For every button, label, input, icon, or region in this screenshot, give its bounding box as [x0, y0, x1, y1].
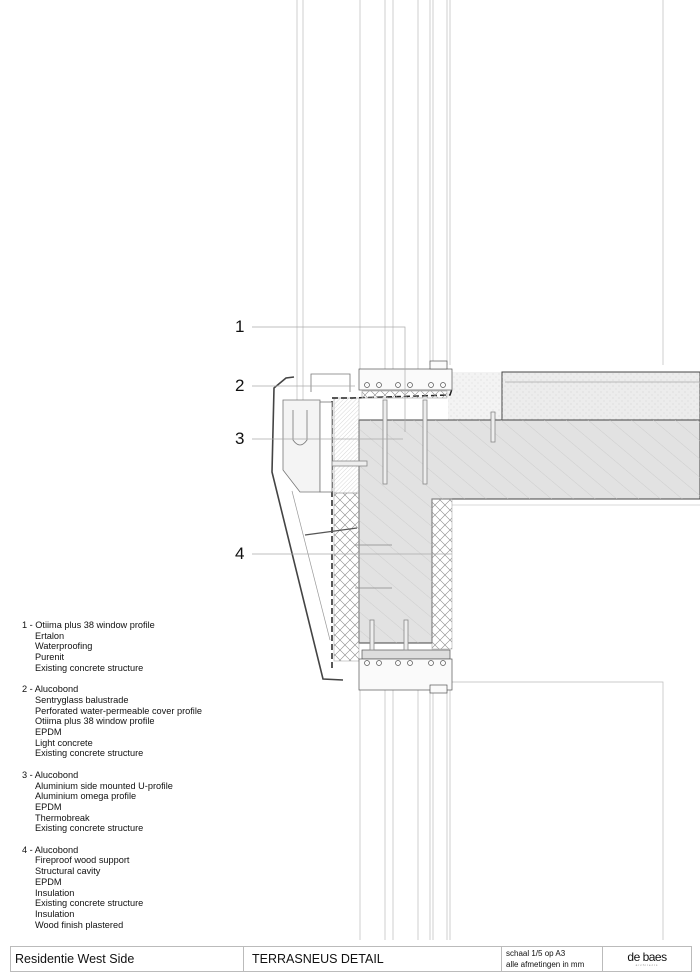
scale-info: schaal 1/5 op A3 alle afmetingen in mm — [502, 947, 603, 971]
legend-item: Ertalon — [35, 630, 65, 641]
legend-group-title: 4 - Alucobond — [22, 844, 79, 855]
legend-item: Purenit — [35, 652, 65, 663]
drawing-title: TERRASNEUS DETAIL — [244, 947, 502, 971]
callout-2: 2 — [235, 376, 245, 395]
legend-item: EPDM — [35, 801, 62, 812]
thermobreak — [333, 397, 360, 494]
legend-item: Aluminium side mounted U-profile — [35, 780, 173, 791]
alucobond-cladding — [271, 376, 344, 681]
legend-item: Existing concrete structure — [35, 748, 144, 759]
legend-group-title: 3 - Alucobond — [22, 769, 79, 780]
legend-item: Waterproofing — [35, 641, 93, 652]
legend-item: Thermobreak — [35, 812, 90, 823]
title-block: Residentie West Side TERRASNEUS DETAIL s… — [10, 946, 692, 972]
legend-item: Otiima plus 38 window profile — [35, 716, 155, 727]
window-profile-top — [358, 360, 453, 399]
glazing-lines-bottom — [359, 681, 664, 940]
units-text: alle afmetingen in mm — [506, 960, 585, 969]
legend-item: Insulation — [35, 908, 75, 919]
legend-item: Existing concrete structure — [35, 662, 144, 673]
insulation-inner — [431, 498, 453, 650]
leader-lines — [252, 326, 452, 555]
insulation-outer — [333, 492, 360, 662]
logo: de baes architects — [603, 947, 691, 971]
legend-group-title: 1 - Otiima plus 38 window profile — [22, 620, 155, 630]
legend-item: EPDM — [35, 876, 62, 887]
balustrade-clamp — [282, 373, 351, 493]
legend-item: Light concrete — [35, 737, 93, 748]
logo-text: de baes — [627, 949, 667, 964]
legend-item: Wood finish plastered — [35, 919, 124, 930]
logo-subtext: architects — [635, 962, 659, 967]
callout-4: 4 — [235, 544, 245, 563]
glazing-lines-top — [296, 0, 664, 440]
legend-item: Fireproof wood support — [35, 855, 130, 866]
scale-text: schaal 1/5 op A3 — [506, 949, 566, 958]
legend-item: Aluminium omega profile — [35, 791, 137, 802]
legend-item: Perforated water-permeable cover profile — [35, 705, 202, 716]
callout-1: 1 — [235, 317, 245, 336]
legend-item: Structural cavity — [35, 866, 101, 877]
legend-group-title: 2 - Alucobond — [22, 684, 79, 695]
project-name: Residentie West Side — [11, 947, 244, 971]
legend-item: EPDM — [35, 727, 62, 738]
anchors — [311, 399, 496, 651]
legend-item: Existing concrete structure — [35, 823, 144, 834]
legend-item: Insulation — [35, 887, 75, 898]
window-profile-bottom — [358, 649, 453, 694]
legend-item: Existing concrete structure — [35, 898, 144, 909]
legend-item: Sentryglass balustrade — [35, 694, 129, 705]
callout-3: 3 — [235, 429, 245, 448]
